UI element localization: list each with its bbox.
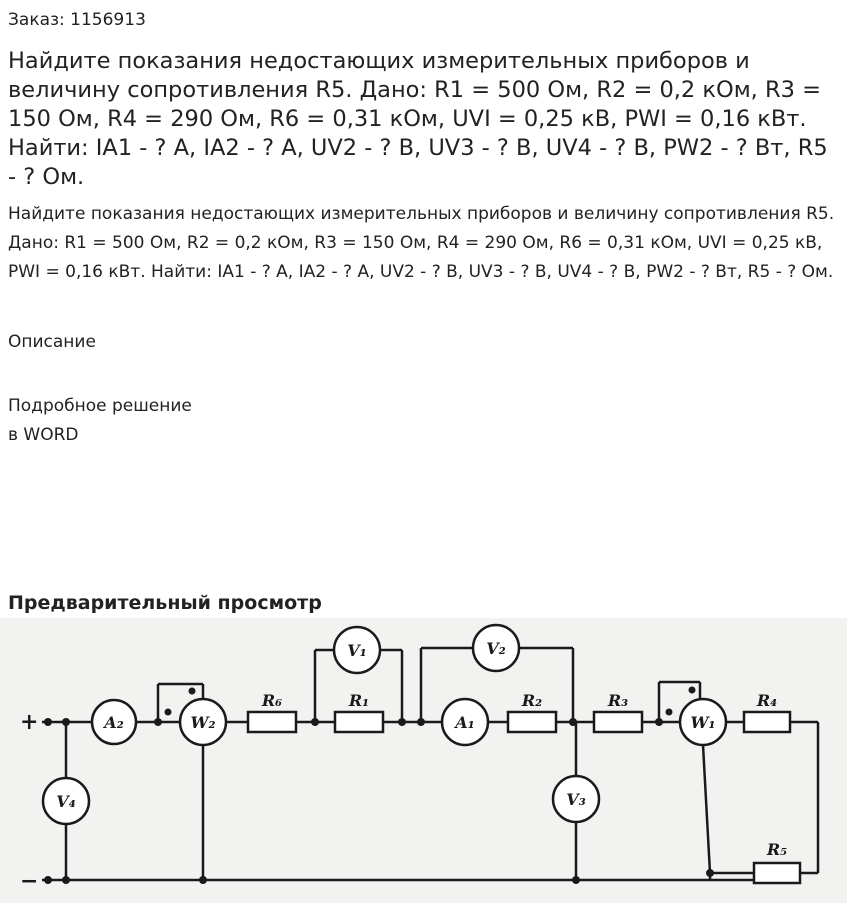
solution-info: Подробное решение в WORD: [8, 392, 192, 450]
order-number: Заказ: 1156913: [8, 10, 146, 30]
resistor-r2-label: R₂: [521, 691, 542, 710]
wattmeter-w2-label: W₂: [191, 713, 216, 732]
resistor-r3-label: R₃: [607, 691, 628, 710]
problem-description: Найдите показания недостающих измеритель…: [8, 204, 835, 282]
minus-terminal: −: [20, 868, 38, 894]
solution-line-1: Подробное решение: [8, 396, 192, 416]
resistor-r6-label: R₆: [261, 691, 282, 710]
circuit-diagram: + − A₂ W₂ V₁ A₁ V₂ W₁ V₄ V₃ R₆ R₁ R₂ R₃ …: [0, 618, 847, 903]
problem-title: Найдите показания недостающих измеритель…: [8, 48, 828, 190]
wattmeter-w1-label: W₁: [691, 713, 716, 732]
voltmeter-v1-label: V₁: [347, 641, 366, 660]
resistor-r5-label: R₅: [766, 840, 787, 859]
ammeter-a1-label: A₁: [453, 713, 474, 732]
description-label: Описание: [8, 332, 96, 352]
voltmeter-v2-label: V₂: [486, 639, 505, 658]
voltmeter-v4-label: V₄: [56, 792, 75, 811]
resistor-r1-label: R₁: [348, 691, 369, 710]
solution-line-2: в WORD: [8, 425, 79, 445]
resistor-r4-label: R₄: [756, 691, 777, 710]
ammeter-a2-label: A₂: [102, 713, 123, 732]
plus-terminal: +: [20, 709, 38, 735]
voltmeter-v3-label: V₃: [566, 790, 585, 809]
preview-title: Предварительный просмотр: [8, 592, 322, 614]
